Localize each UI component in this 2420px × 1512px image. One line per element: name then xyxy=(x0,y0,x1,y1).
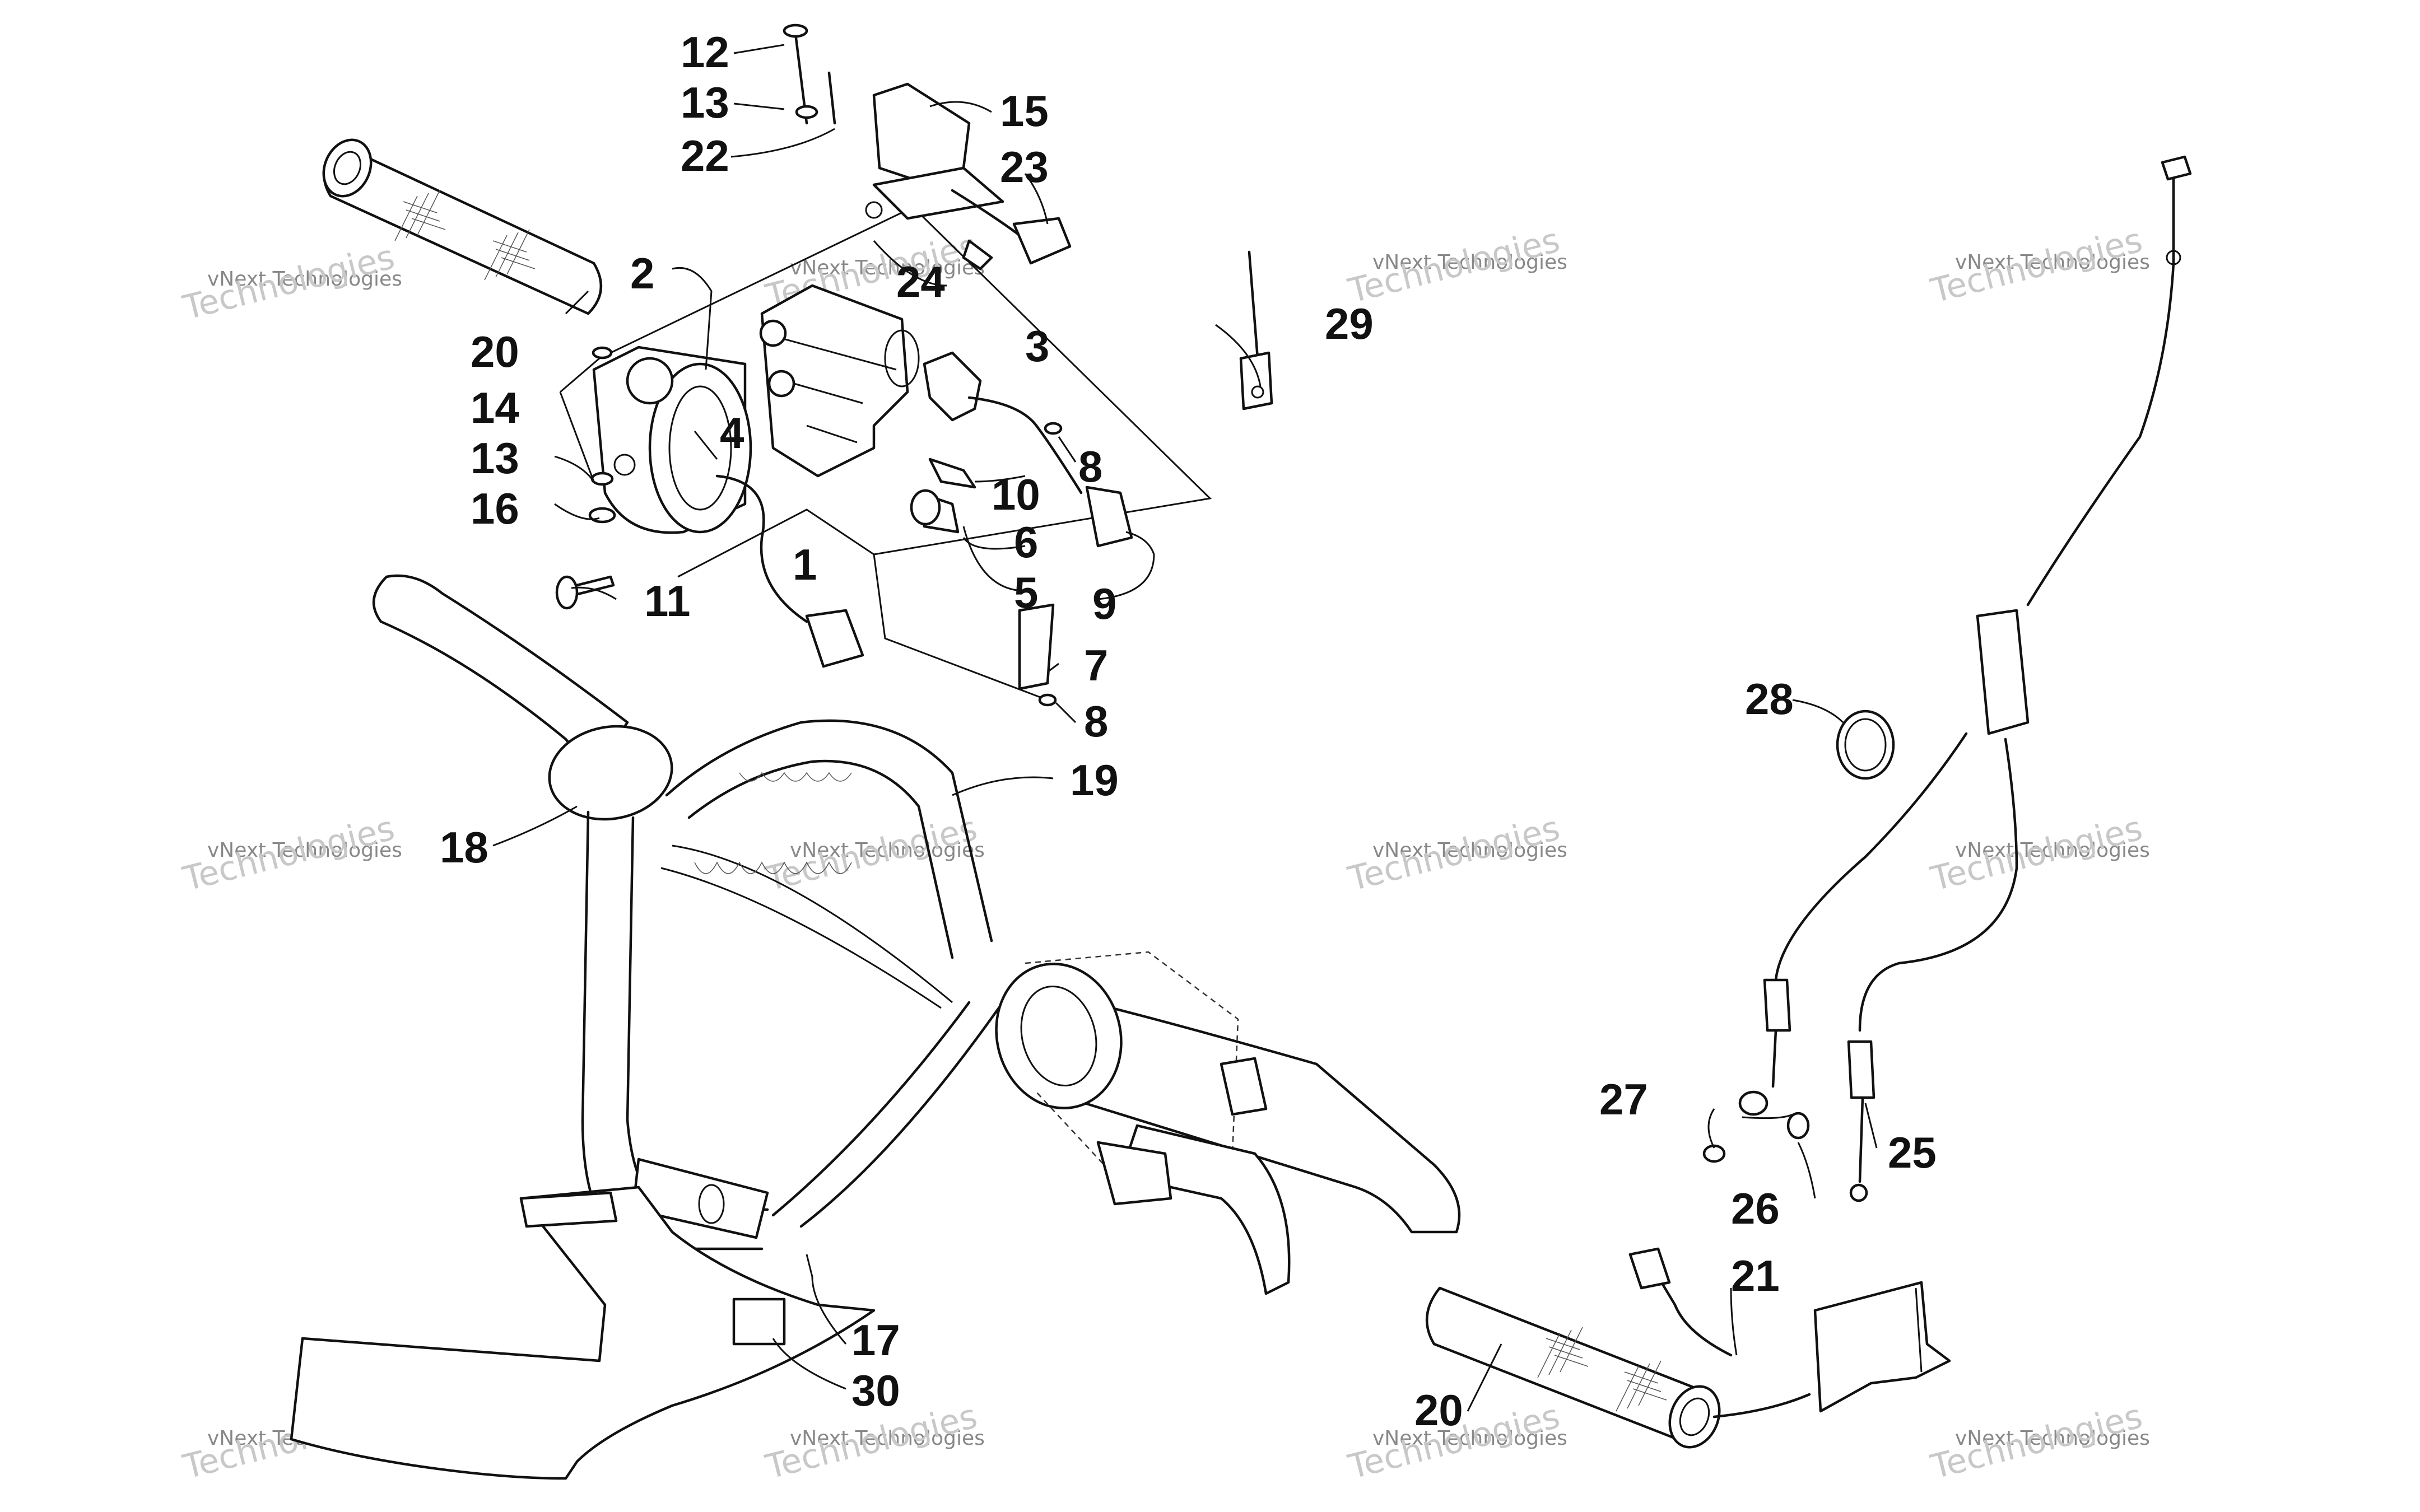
callout-22: 22 xyxy=(681,131,729,180)
hand-grip-upper xyxy=(322,138,603,315)
callout-1: 1 xyxy=(793,540,817,589)
watermark: vNext Technologies Technologies xyxy=(179,809,402,899)
mount-bracket xyxy=(785,24,1072,270)
callout-11: 11 xyxy=(644,576,690,626)
callout-26: 26 xyxy=(1731,1184,1780,1233)
callout-4: 4 xyxy=(720,408,744,458)
watermark: vNext Technologies Technologies xyxy=(1926,1397,2150,1487)
watermark-line1: vNext Technologies xyxy=(1372,1427,1567,1450)
watermark: vNext Technologies Technologies xyxy=(761,809,985,899)
callout-20b: 20 xyxy=(1414,1385,1463,1435)
watermark-line1: vNext Technologies xyxy=(207,839,402,862)
grip-heater xyxy=(1628,1247,1951,1418)
leader-lines xyxy=(492,44,1878,1412)
callout-13: 13 xyxy=(681,78,729,127)
watermark-line1: vNext Technologies xyxy=(790,1427,985,1450)
callout-17: 17 xyxy=(851,1315,900,1365)
watermark-line2: Technologies xyxy=(1926,221,2146,311)
watermark-line2: Technologies xyxy=(179,809,398,899)
watermark-line1: vNext Technologies xyxy=(790,256,985,279)
watermark-line1: vNext Technologies xyxy=(790,839,985,862)
callout-7: 7 xyxy=(1084,641,1108,690)
watermark-line2: Technologies xyxy=(1926,809,2146,899)
callout-12: 12 xyxy=(681,27,729,77)
watermark: vNext Technologies Technologies xyxy=(1344,221,1567,311)
watermark: vNext Technologies Technologies xyxy=(1926,809,2150,899)
callout-24: 24 xyxy=(896,257,945,306)
callout-20: 20 xyxy=(471,327,519,376)
callout-18: 18 xyxy=(440,823,488,872)
callouts: 12 13 22 15 23 24 2 3 20 29 14 4 8 13 10… xyxy=(440,27,1937,1435)
callout-5: 5 xyxy=(1014,568,1038,617)
callout-13b: 13 xyxy=(471,433,519,483)
watermark-line1: vNext Technologies xyxy=(1955,839,2150,862)
watermark: vNext Technologies Technologies xyxy=(179,237,402,328)
watermark-line1: vNext Technologies xyxy=(1372,251,1567,274)
hand-grip-lower xyxy=(1425,1286,1721,1449)
callout-8: 8 xyxy=(1078,442,1102,491)
callout-8b: 8 xyxy=(1084,697,1108,746)
pad-decal xyxy=(290,1186,876,1480)
callout-25: 25 xyxy=(1888,1128,1937,1177)
callout-14: 14 xyxy=(471,383,519,432)
callout-10: 10 xyxy=(992,470,1040,519)
handlebar xyxy=(372,574,1461,1295)
callout-9: 9 xyxy=(1092,579,1116,628)
callout-6: 6 xyxy=(1014,517,1038,567)
watermark: vNext Technologies Technologies xyxy=(1926,221,2150,311)
callout-30: 30 xyxy=(851,1366,900,1415)
watermark-line2: Technologies xyxy=(179,237,398,328)
callout-28: 28 xyxy=(1745,674,1794,724)
watermark-line1: vNext Technologies xyxy=(207,268,402,291)
watermark-line2: Technologies xyxy=(1926,1397,2146,1487)
callout-3: 3 xyxy=(1025,321,1049,371)
throttle-housing xyxy=(592,206,1212,701)
callout-23: 23 xyxy=(1000,142,1049,192)
callout-19: 19 xyxy=(1070,755,1119,805)
watermark-line1: vNext Technologies xyxy=(1372,839,1567,862)
watermark: vNext Technologies Technologies xyxy=(1344,809,1567,899)
screws-washers xyxy=(555,24,1063,707)
callout-15: 15 xyxy=(1000,86,1049,136)
callout-29: 29 xyxy=(1325,299,1374,348)
watermark-line2: Technologies xyxy=(761,809,981,899)
callout-2: 2 xyxy=(630,249,654,298)
retainer-clip xyxy=(1239,250,1273,410)
callout-16: 16 xyxy=(471,484,519,533)
callout-27: 27 xyxy=(1599,1075,1648,1124)
watermark-line1: vNext Technologies xyxy=(1955,251,2150,274)
watermark-line2: Technologies xyxy=(1344,221,1563,311)
watermark-line1: vNext Technologies xyxy=(1955,1427,2150,1450)
throttle-cable xyxy=(1702,155,2192,1202)
watermark-line2: Technologies xyxy=(1344,809,1563,899)
callout-21: 21 xyxy=(1731,1251,1780,1300)
